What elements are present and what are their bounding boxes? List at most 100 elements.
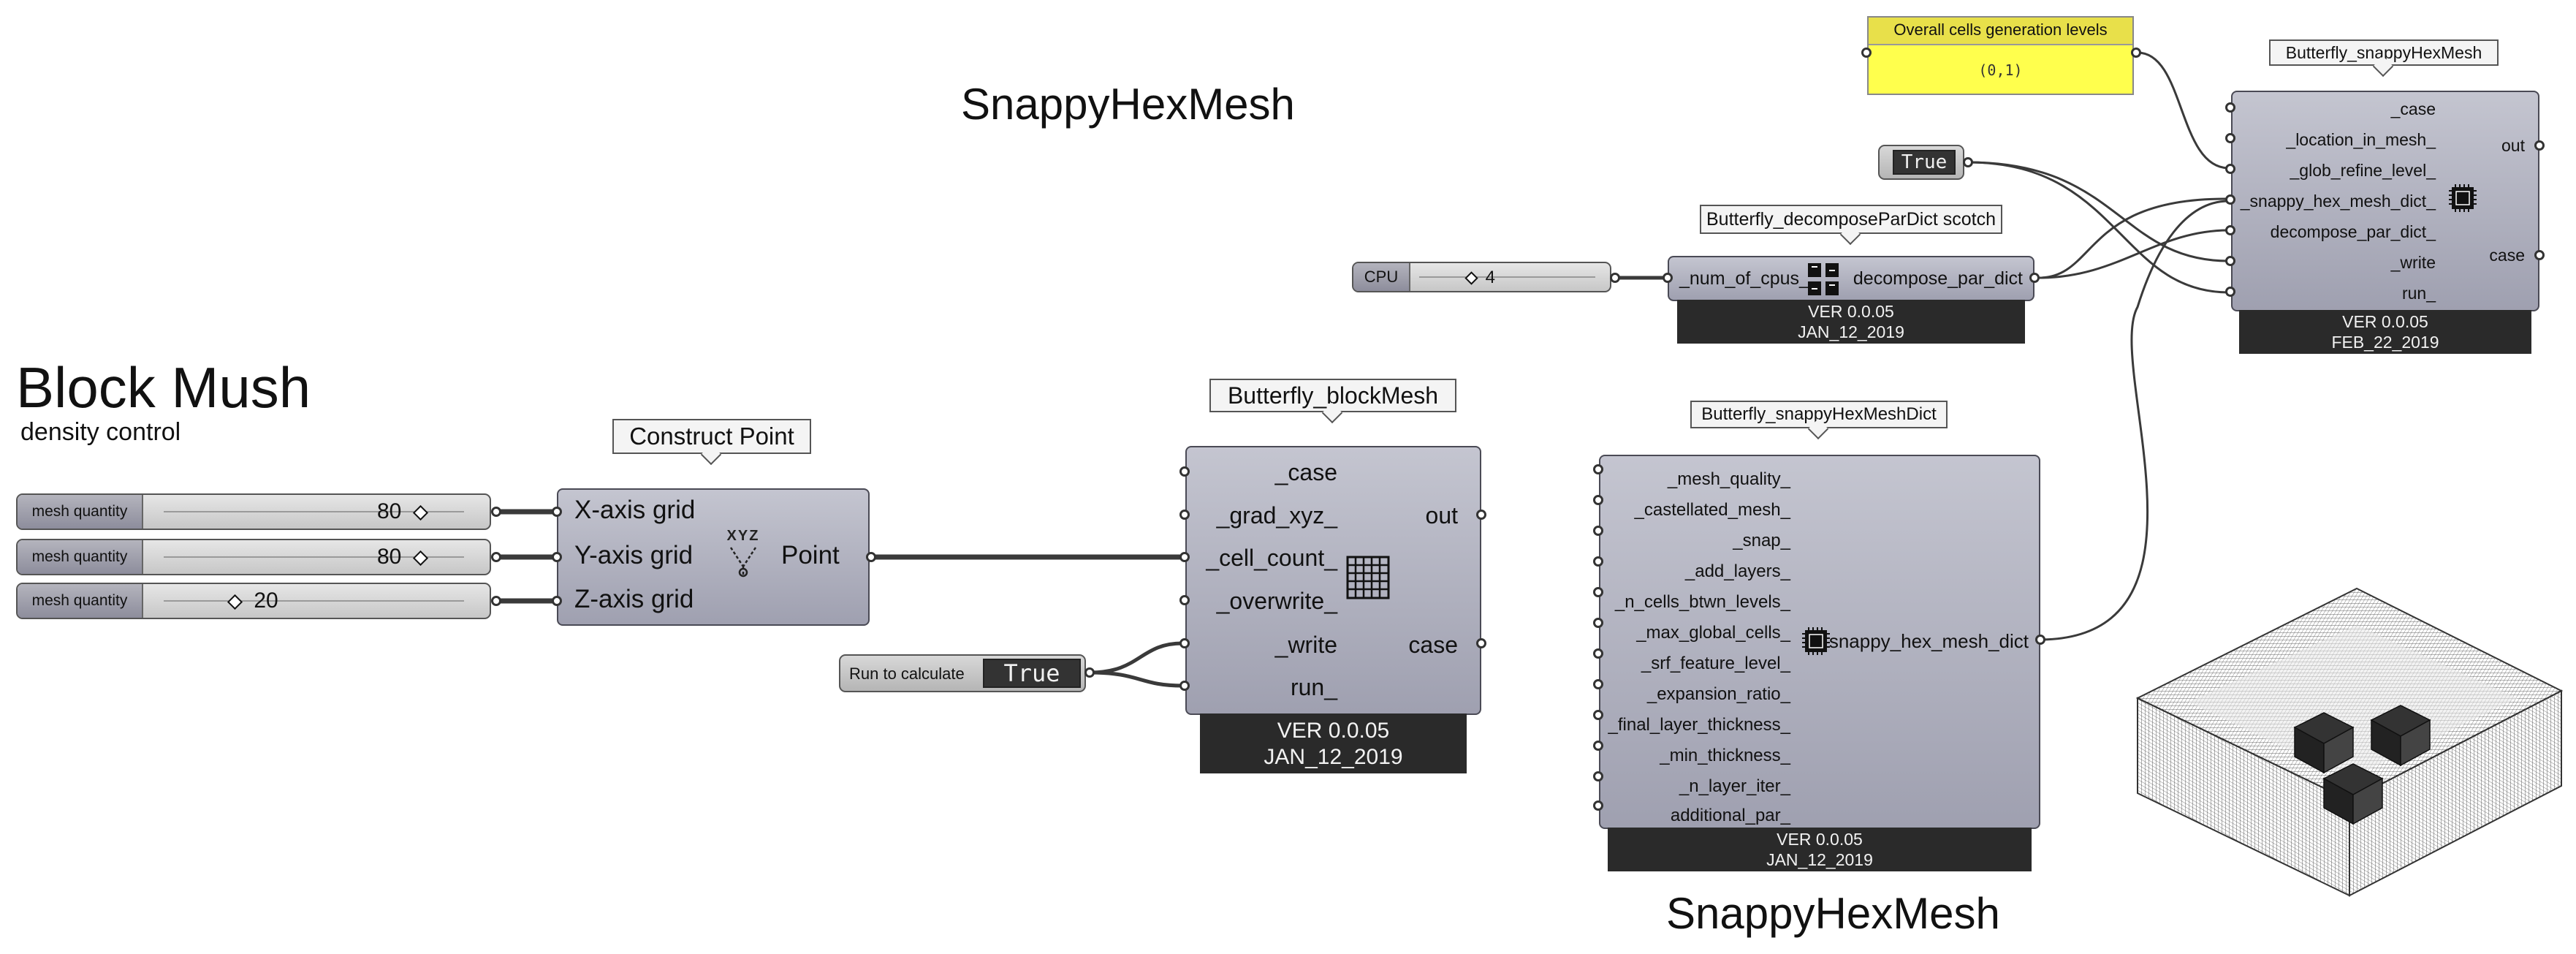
input-port[interactable] (552, 596, 562, 606)
output-out[interactable]: out (2501, 136, 2525, 155)
input-write[interactable]: _write (1274, 632, 1337, 658)
output-point[interactable]: Point (781, 541, 840, 569)
input-port[interactable] (1179, 681, 1190, 691)
slider-value-group[interactable]: 4 (1464, 268, 1495, 288)
input-min-thickness[interactable]: _min_thickness_ (1660, 746, 1790, 765)
mesh-quantity-slider-y[interactable]: mesh quantity 80 (16, 539, 491, 575)
input-port[interactable] (1593, 587, 1603, 597)
input-port[interactable] (1179, 638, 1190, 648)
decompose-component[interactable]: _num_of_cpus_ decompose_par_dict (1668, 256, 2034, 301)
input-run[interactable]: run_ (2401, 284, 2436, 303)
slider-output-port[interactable] (1610, 273, 1620, 283)
input-port[interactable] (1593, 679, 1603, 689)
slider-output-port[interactable] (491, 507, 501, 517)
run-to-calculate-toggle[interactable]: Run to calculate True (839, 654, 1086, 692)
input-srf-feature-level[interactable]: _srf_feature_level_ (1641, 654, 1790, 673)
input-port[interactable] (1593, 800, 1603, 811)
output-out[interactable]: out (1425, 502, 1458, 529)
slider-grip-icon[interactable] (227, 594, 243, 610)
toggle-output-port[interactable] (1084, 667, 1095, 678)
input-port[interactable] (2225, 287, 2235, 297)
input-port[interactable] (2225, 194, 2235, 205)
panel-input-port[interactable] (1861, 48, 1872, 58)
input-add-layers[interactable]: _add_layers_ (1684, 561, 1790, 581)
input-port[interactable] (552, 552, 562, 562)
input-port[interactable] (1179, 510, 1190, 520)
input-final-layer-thickness[interactable]: _final_layer_thickness_ (1608, 715, 1790, 735)
input-case[interactable]: _case (1274, 459, 1337, 485)
output-port[interactable] (866, 552, 876, 562)
input-port[interactable] (1593, 648, 1603, 659)
slider-grip-icon[interactable] (1464, 271, 1478, 285)
input-port[interactable] (1593, 771, 1603, 781)
input-glob-refine-level[interactable]: _glob_refine_level_ (2290, 161, 2436, 180)
cpu-slider[interactable]: CPU 4 (1352, 262, 1611, 292)
output-case[interactable]: case (2489, 246, 2525, 265)
input-port[interactable] (1179, 595, 1190, 605)
input-castellated-mesh[interactable]: _castellated_mesh_ (1634, 500, 1790, 520)
input-n-layer-iter[interactable]: _n_layer_iter_ (1679, 776, 1790, 796)
output-port[interactable] (2035, 635, 2045, 645)
input-cell-count[interactable]: _cell_count_ (1206, 545, 1337, 571)
output-port[interactable] (2029, 273, 2040, 283)
input-additional-par[interactable]: additional_par_ (1670, 806, 1790, 825)
output-port[interactable] (2534, 140, 2545, 151)
input-grad-xyz[interactable]: _grad_xyz_ (1216, 502, 1337, 529)
input-location-in-mesh[interactable]: _location_in_mesh_ (2286, 130, 2436, 149)
true-toggle[interactable]: True (1878, 145, 1964, 180)
snappy-mesh-component[interactable]: _case _location_in_mesh_ _glob_refine_le… (2231, 91, 2539, 311)
input-y-axis-grid[interactable]: Y-axis grid (574, 541, 694, 569)
input-run[interactable]: run_ (1290, 674, 1337, 700)
input-port[interactable] (2225, 164, 2235, 174)
slider-grip-icon[interactable] (412, 504, 428, 521)
input-port[interactable] (1593, 464, 1603, 474)
input-port[interactable] (1179, 466, 1190, 477)
input-port[interactable] (1593, 556, 1603, 567)
refine-levels-panel[interactable]: Overall cells generation levels (0,1) (1867, 16, 2134, 95)
input-snap[interactable]: _snap_ (1733, 531, 1790, 550)
mesh-quantity-slider-x[interactable]: mesh quantity 80 (16, 493, 491, 530)
input-port[interactable] (1593, 710, 1603, 720)
slider-grip-icon[interactable] (412, 550, 428, 567)
slider-output-port[interactable] (491, 552, 501, 562)
input-port[interactable] (1593, 741, 1603, 751)
slider-value-group[interactable]: 80 (377, 545, 428, 569)
output-decompose-par-dict[interactable]: decompose_par_dict (1853, 268, 2023, 289)
input-port[interactable] (1593, 526, 1603, 536)
panel-output-port[interactable] (2131, 48, 2141, 58)
panel-value[interactable]: (0,1) (1978, 61, 2023, 79)
input-mesh-quality[interactable]: _mesh_quality_ (1667, 469, 1790, 489)
input-port[interactable] (1593, 495, 1603, 505)
input-z-axis-grid[interactable]: Z-axis grid (574, 585, 694, 613)
input-decompose-par-dict[interactable]: decompose_par_dict_ (2270, 222, 2436, 241)
mesh-quantity-slider-z[interactable]: mesh quantity 20 (16, 583, 491, 619)
input-x-axis-grid[interactable]: X-axis grid (574, 496, 696, 524)
input-port[interactable] (552, 507, 562, 517)
input-port[interactable] (2225, 225, 2235, 235)
toggle-value[interactable]: True (1893, 150, 1956, 175)
input-max-global-cells[interactable]: _max_global_cells_ (1636, 623, 1790, 643)
input-overwrite[interactable]: _overwrite_ (1216, 588, 1337, 614)
toggle-value[interactable]: True (983, 659, 1081, 688)
input-port[interactable] (1593, 618, 1603, 628)
slider-value-group[interactable]: 80 (377, 499, 428, 524)
input-expansion-ratio[interactable]: _expansion_ratio_ (1646, 684, 1790, 704)
snappy-dict-component[interactable]: _mesh_quality_ _castellated_mesh_ _snap_… (1599, 455, 2040, 829)
output-snappy-hex-mesh-dict[interactable]: snappy_hex_mesh_dict (1828, 630, 2029, 652)
output-port[interactable] (1476, 510, 1486, 520)
slider-value-group[interactable]: 20 (227, 588, 278, 613)
input-port[interactable] (1663, 273, 1673, 283)
output-port[interactable] (2534, 250, 2545, 260)
input-snappy-hex-mesh-dict[interactable]: _snappy_hex_mesh_dict_ (2240, 192, 2436, 211)
toggle-output-port[interactable] (1963, 157, 1973, 167)
input-port[interactable] (2225, 133, 2235, 143)
output-port[interactable] (1476, 638, 1486, 648)
blockmesh-component[interactable]: _case _grad_xyz_ _cell_count_ _overwrite… (1185, 446, 1481, 715)
input-port[interactable] (2225, 102, 2235, 113)
input-port[interactable] (1179, 552, 1190, 562)
construct-point-component[interactable]: X-axis grid Y-axis grid Z-axis grid XYZ … (557, 488, 870, 626)
input-case[interactable]: _case (2390, 99, 2436, 118)
input-write[interactable]: _write (2390, 253, 2436, 272)
output-case[interactable]: case (1408, 632, 1458, 658)
